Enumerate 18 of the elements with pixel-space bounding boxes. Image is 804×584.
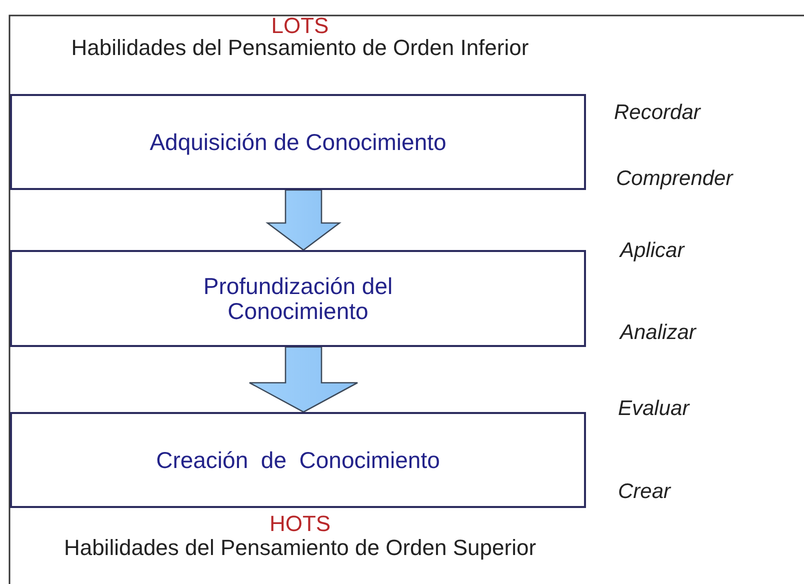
box-label: Adquisición de Conocimiento xyxy=(150,130,446,154)
box-label: Profundización del Conocimiento xyxy=(202,274,394,323)
skill-label: Comprender xyxy=(616,167,733,190)
process-box xyxy=(10,250,586,347)
skill-label: Evaluar xyxy=(618,397,690,420)
process-box xyxy=(10,94,586,190)
skill-label: Crear xyxy=(618,480,671,504)
skill-level-label: Habilidades del Pensamiento de Orden Superior xyxy=(62,536,538,560)
skill-label: Analizar xyxy=(620,321,696,344)
process-box xyxy=(10,412,586,508)
block-arrow xyxy=(266,189,342,251)
heading-label: LOTS xyxy=(270,14,330,38)
skill-level-label: Habilidades del Pensamiento de Orden Inferior xyxy=(70,36,530,60)
block-arrow xyxy=(248,346,358,413)
heading-label: HOTS xyxy=(268,512,332,536)
box-label: Creación de Conocimiento xyxy=(156,448,440,472)
skill-label: Recordar xyxy=(614,101,700,124)
skill-label: Aplicar xyxy=(620,239,684,262)
